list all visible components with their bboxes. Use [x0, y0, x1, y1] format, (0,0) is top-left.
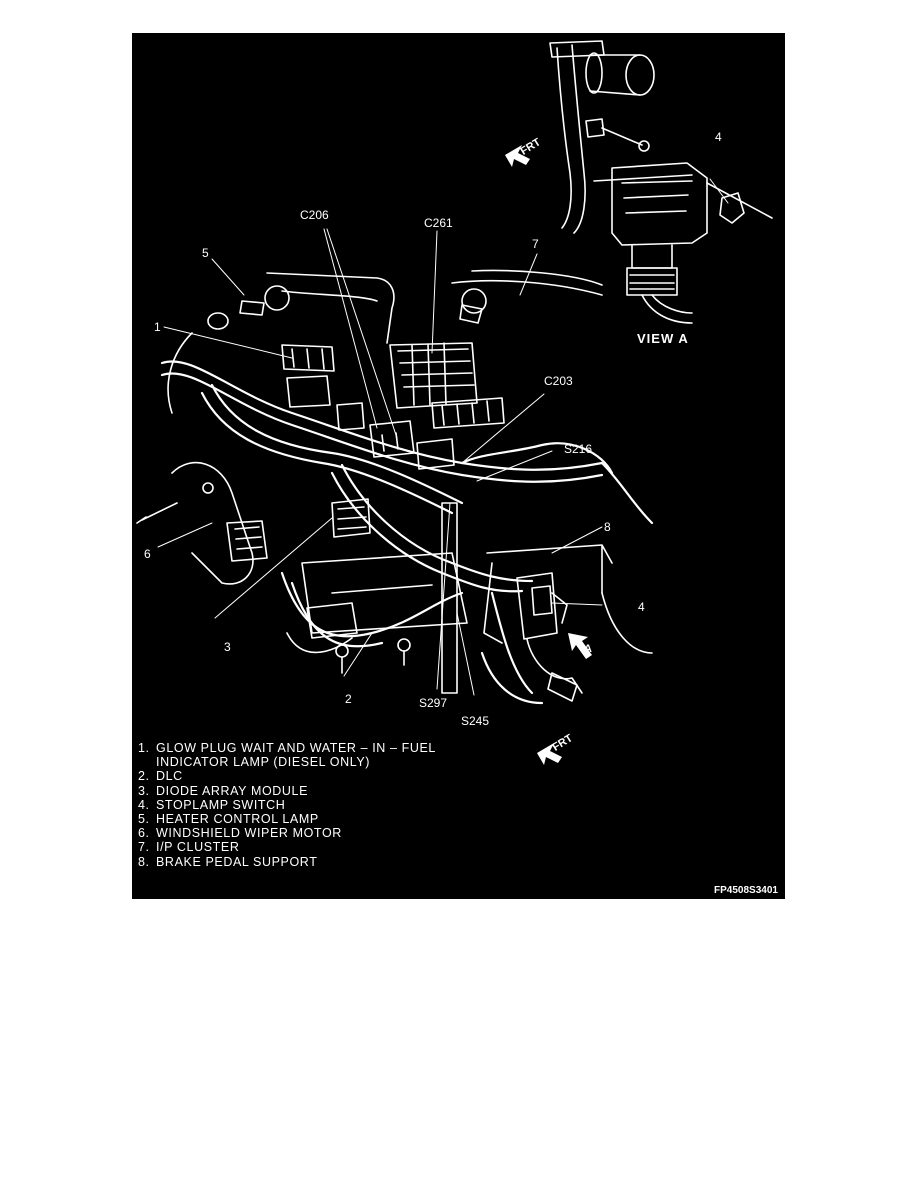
view-a-arrow-icon: [568, 633, 592, 659]
legend-item-number: 1.: [138, 741, 150, 755]
dash-panel: [167, 269, 603, 414]
frt-arrow-top-icon: [505, 145, 530, 167]
legend-item: 2. DLC: [138, 769, 468, 783]
callout-2: 2: [345, 692, 352, 706]
connector-block-c261: [389, 342, 505, 429]
legend-item-number: 3.: [138, 783, 150, 798]
callout-s297: S297: [419, 696, 448, 710]
view-a-arrow-label: A: [584, 643, 592, 655]
legend-item-text: DIODE ARRAY MODULE: [156, 783, 309, 798]
legend-item: 7. I/P CLUSTER: [138, 840, 468, 854]
legend-item-text: DLC: [156, 769, 183, 784]
diagram-artwork: [136, 40, 773, 765]
legend-item-number: 7.: [138, 840, 150, 855]
callout-1: 1: [154, 320, 161, 334]
legend-item: 8. BRAKE PEDAL SUPPORT: [138, 855, 468, 869]
callout-7: 7: [532, 237, 539, 251]
callout-4-switch: 4: [638, 600, 645, 614]
legend-item-number: 8.: [138, 854, 150, 869]
legend-item: 4. STOPLAMP SWITCH: [138, 798, 468, 812]
legend-item-text: WINDSHIELD WIPER MOTOR: [156, 826, 342, 841]
figure-id: FP4508S3401: [714, 885, 778, 896]
legend-item: 6. WINDSHIELD WIPER MOTOR: [138, 826, 468, 840]
legend-item-text: GLOW PLUG WAIT AND WATER – IN – FUEL: [156, 741, 436, 755]
wiring-diagram-figure: C206 C261 C203 S216 S297 S245 1 2 3 4 4 …: [132, 33, 785, 899]
callout-4-view-a: 4: [715, 130, 722, 144]
view-a-label: VIEW A: [637, 331, 689, 346]
legend-item: 3. DIODE ARRAY MODULE: [138, 784, 468, 798]
callout-c203: C203: [544, 374, 573, 388]
lamp-connector-1: [281, 344, 335, 372]
brake-pedal-support: [483, 544, 653, 702]
legend-item: 5. HEATER CONTROL LAMP: [138, 812, 468, 826]
wiper-motor: [136, 461, 268, 585]
callout-6: 6: [144, 547, 151, 561]
legend-item-continuation: INDICATOR LAMP (DIESEL ONLY): [156, 755, 371, 770]
legend-item: 1. GLOW PLUG WAIT AND WATER – IN – FUEL: [138, 741, 468, 755]
legend-item-number: 5.: [138, 812, 150, 827]
legend-item-number: 6.: [138, 826, 150, 841]
front-arrows: [505, 145, 592, 765]
diode-array-area: [286, 375, 455, 538]
leader-lines: [157, 178, 729, 696]
callout-5: 5: [202, 246, 209, 260]
legend-item-text: I/P CLUSTER: [156, 840, 240, 855]
callout-8: 8: [604, 520, 611, 534]
callout-s245: S245: [461, 714, 490, 728]
frt-arrow-bottom-icon: [537, 743, 562, 765]
lower-bracket: [286, 502, 468, 694]
callout-s216: S216: [564, 442, 593, 456]
legend-item-number: 4.: [138, 797, 150, 812]
legend-item-text: BRAKE PEDAL SUPPORT: [156, 854, 318, 869]
legend-item-text: STOPLAMP SWITCH: [156, 797, 286, 812]
legend-item-text: HEATER CONTROL LAMP: [156, 812, 319, 827]
legend-item-number: 2.: [138, 769, 150, 784]
wiring-harness: [160, 360, 654, 705]
callout-3: 3: [224, 640, 231, 654]
view-a-pedal-assembly: [549, 40, 773, 324]
callout-c261: C261: [424, 216, 453, 230]
callout-c206: C206: [300, 208, 329, 222]
